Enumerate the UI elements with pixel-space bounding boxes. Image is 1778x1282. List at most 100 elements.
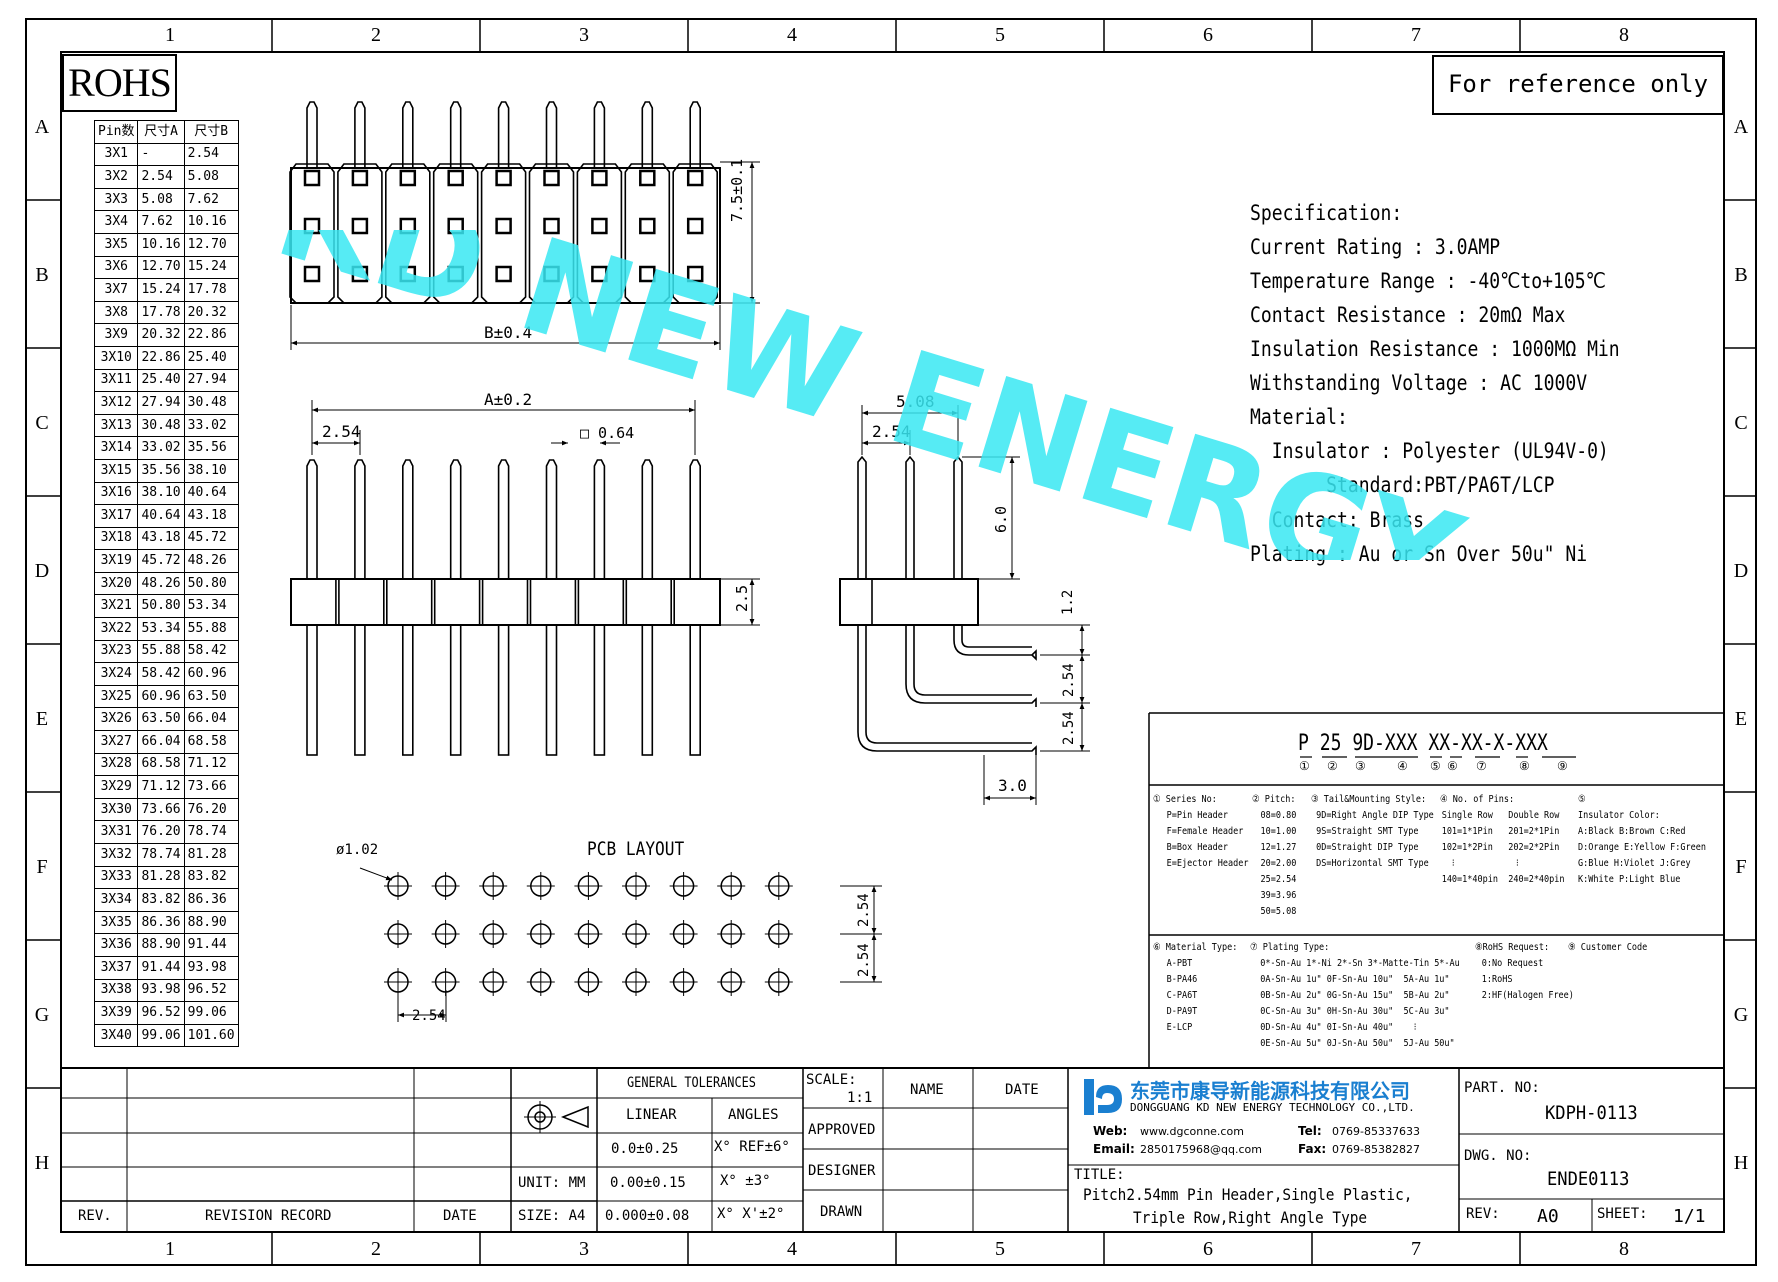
col-label-4: 4	[787, 24, 797, 46]
front-pin	[449, 459, 462, 579]
legend-customer: ⑨ Customer Code	[1568, 940, 1647, 956]
legend-line: 0A-Sn-Au 1u" 0F-Sn-Au 10u" 5A-Au 1u"	[1260, 974, 1450, 985]
spec-line-8: Standard:PBT/PA6T/LCP	[1250, 473, 1555, 497]
web-value: www.dgconne.com	[1140, 1125, 1244, 1138]
spec-line-3: Contact Resistance : 20mΩ Max	[1250, 303, 1566, 327]
legend-line: C-PA6T	[1166, 990, 1198, 1001]
top-pin	[449, 101, 462, 168]
col-label-6: 6	[1203, 24, 1213, 46]
tb-approved: APPROVED	[808, 1122, 876, 1138]
row-label-d-right: D	[1733, 560, 1749, 582]
row-label-b: B	[35, 264, 49, 286]
pin-square	[447, 265, 464, 283]
top-pin	[689, 101, 701, 168]
tb-rev-value: A0	[1537, 1206, 1559, 1227]
row-label-d: D	[34, 560, 50, 582]
top-pin	[306, 101, 318, 168]
legend-line: 50=5.08	[1260, 906, 1297, 917]
top-cell	[385, 163, 431, 304]
legend-line: 2:HF(Halogen Free)	[1481, 990, 1574, 1001]
table-cell: 101.60	[183, 1023, 239, 1048]
table-cell: 88.90	[183, 910, 239, 935]
col-label-5-bottom: 5	[995, 1238, 1005, 1260]
table-cell: 96.52	[137, 1001, 185, 1025]
marker-4: ④	[1397, 759, 1408, 773]
tb-ang-2: X° ±3°	[720, 1173, 771, 1189]
col-label-7: 7	[1411, 24, 1421, 46]
table-cell: 63.50	[183, 684, 239, 709]
pin-square	[495, 169, 512, 187]
legend-line: D:Orange E:Yellow F:Green	[1578, 842, 1706, 853]
legend-line: ⑨ Customer Code	[1568, 942, 1648, 953]
top-pin	[641, 101, 654, 168]
table-cell: 30.48	[137, 413, 185, 438]
table-cell: 83.82	[137, 888, 185, 912]
table-cell: 30.48	[183, 391, 239, 415]
legend-line: P=Pin Header	[1166, 810, 1229, 821]
pin-square	[399, 217, 417, 235]
spec-line-2: Temperature Range : -40℃to+105℃	[1250, 269, 1606, 293]
pin-square	[686, 169, 704, 187]
company-logo-icon	[1084, 1079, 1122, 1115]
tb-dwg-label: DWG. NO:	[1464, 1148, 1532, 1164]
table-cell: 86.36	[183, 888, 239, 912]
row-label-e: E	[35, 708, 49, 730]
side-view	[839, 455, 1037, 755]
tb-linear: LINEAR	[626, 1107, 677, 1123]
top-cell	[337, 163, 383, 304]
table-cell: 10.16	[137, 232, 185, 257]
front-pin	[593, 459, 606, 579]
spec-line-1: Current Rating : 3.0AMP	[1250, 235, 1501, 259]
table-cell: 3X4	[93, 210, 139, 234]
legend-line: ⑥ Material Type:	[1153, 942, 1238, 953]
table-cell: 99.06	[137, 1023, 185, 1048]
tb-date: DATE	[443, 1208, 477, 1224]
table-cell: 3X3	[93, 187, 139, 212]
tb-dwg-no: ENDE0113	[1547, 1168, 1630, 1190]
top-pin	[354, 101, 366, 168]
dim-pin-square: □ 0.64	[580, 424, 635, 442]
email-value: 2850175968@qq.com	[1140, 1143, 1262, 1156]
table-cell: 86.36	[137, 910, 185, 935]
table-cell: 3X27	[93, 730, 139, 754]
table-cell: 60.96	[183, 662, 239, 686]
pin-square	[543, 217, 560, 235]
pin-table-header-cell: 尺寸A	[137, 120, 185, 144]
reference-note: For reference only	[1432, 55, 1724, 115]
table-cell: 71.12	[137, 775, 185, 799]
table-cell: 3X22	[93, 617, 139, 641]
spec-line-6: Material:	[1250, 405, 1348, 429]
dim-pitch: 2.54	[322, 422, 361, 441]
spec-line-5: Withstanding Voltage : AC 1000V	[1250, 371, 1588, 395]
tb-angles: ANGLES	[728, 1107, 779, 1123]
code-seg-6: XX-	[1460, 731, 1494, 756]
table-cell: 3X25	[93, 684, 139, 709]
legend-line: E-LCP	[1166, 1022, 1193, 1033]
pin-square	[591, 217, 608, 235]
row-label-g: G	[34, 1004, 50, 1026]
pin-square	[639, 265, 656, 283]
outer-border	[25, 18, 1757, 1266]
table-cell: 33.02	[183, 413, 239, 438]
dim-a: A±0.2	[484, 390, 533, 409]
legend-line: 10=1.00	[1260, 826, 1297, 837]
col-label-8-bottom: 8	[1619, 1238, 1629, 1260]
inner-border	[60, 51, 1725, 1233]
table-cell: 2.54	[183, 142, 239, 167]
table-cell: 93.98	[137, 978, 185, 1003]
pin-square	[303, 217, 321, 235]
legend-plating: ⑦ Plating Type:0*-Sn-Au 1*-Ni 2*-Sn 3*-M…	[1250, 940, 1460, 1052]
legend-line: ⁝ ⁝	[1441, 858, 1519, 869]
legend-line: B-PA46	[1166, 974, 1198, 985]
dim-tail: 3.0	[998, 776, 1027, 795]
table-cell: 93.98	[183, 955, 239, 980]
